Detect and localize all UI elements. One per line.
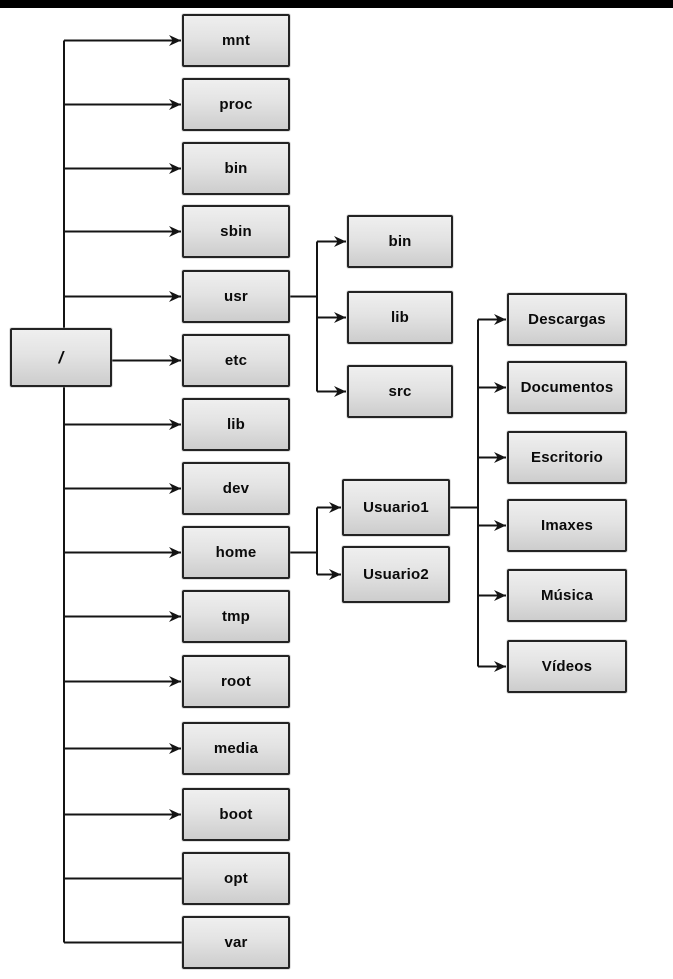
node-imaxes: Imaxes bbox=[507, 499, 627, 552]
node-label: Vídeos bbox=[541, 658, 593, 675]
node-descargas: Descargas bbox=[507, 293, 627, 346]
node-documentos: Documentos bbox=[507, 361, 627, 414]
node-label: media bbox=[213, 740, 259, 757]
node-label: Usuario1 bbox=[363, 499, 429, 516]
home-branches bbox=[290, 502, 341, 580]
node-label: Imaxes bbox=[540, 517, 594, 534]
node-root-slash: / bbox=[10, 328, 112, 387]
node-opt: opt bbox=[182, 852, 290, 905]
node-label: root bbox=[221, 673, 251, 690]
node-label: dev bbox=[222, 480, 250, 497]
node-usr-bin: bin bbox=[347, 215, 453, 268]
node-label: var bbox=[224, 934, 248, 951]
node-tmp: tmp bbox=[182, 590, 290, 643]
node-usr: usr bbox=[182, 270, 290, 323]
node-label: src bbox=[388, 383, 412, 400]
node-label: bin bbox=[388, 233, 412, 250]
node-label: Escritorio bbox=[530, 449, 604, 466]
node-label: lib bbox=[226, 416, 246, 433]
node-escritorio: Escritorio bbox=[507, 431, 627, 484]
node-label: Descargas bbox=[528, 311, 606, 328]
node-boot: boot bbox=[182, 788, 290, 841]
node-proc: proc bbox=[182, 78, 290, 131]
node-videos: Vídeos bbox=[507, 640, 627, 693]
node-etc: etc bbox=[182, 334, 290, 387]
node-usr-src: src bbox=[347, 365, 453, 418]
usuario1-branches bbox=[450, 314, 506, 672]
node-usuario1: Usuario1 bbox=[342, 479, 450, 536]
node-mnt: mnt bbox=[182, 14, 290, 67]
node-label: Usuario2 bbox=[363, 566, 429, 583]
top-border-bar bbox=[0, 0, 673, 8]
node-label: usr bbox=[224, 288, 248, 305]
node-bin: bin bbox=[182, 142, 290, 195]
node-dev: dev bbox=[182, 462, 290, 515]
node-label: lib bbox=[390, 309, 410, 326]
node-sbin: sbin bbox=[182, 205, 290, 258]
node-media: media bbox=[182, 722, 290, 775]
node-label: Música bbox=[540, 587, 594, 604]
node-musica: Música bbox=[507, 569, 627, 622]
node-var: var bbox=[182, 916, 290, 969]
node-label: boot bbox=[219, 806, 253, 823]
node-label: bin bbox=[224, 160, 248, 177]
node-label: sbin bbox=[220, 223, 252, 240]
node-usr-lib: lib bbox=[347, 291, 453, 344]
node-label: tmp bbox=[221, 608, 251, 625]
node-label: Documentos bbox=[520, 379, 614, 396]
node-usuario2: Usuario2 bbox=[342, 546, 450, 603]
node-label: proc bbox=[219, 96, 253, 113]
node-label: home bbox=[215, 544, 257, 561]
node-label: etc bbox=[224, 352, 248, 369]
root-branches bbox=[64, 35, 182, 944]
node-label: opt bbox=[224, 870, 248, 887]
node-lib: lib bbox=[182, 398, 290, 451]
node-home: home bbox=[182, 526, 290, 579]
usr-branches bbox=[290, 236, 346, 397]
node-label: mnt bbox=[221, 32, 251, 49]
node-root-dir: root bbox=[182, 655, 290, 708]
node-label: / bbox=[58, 347, 64, 367]
